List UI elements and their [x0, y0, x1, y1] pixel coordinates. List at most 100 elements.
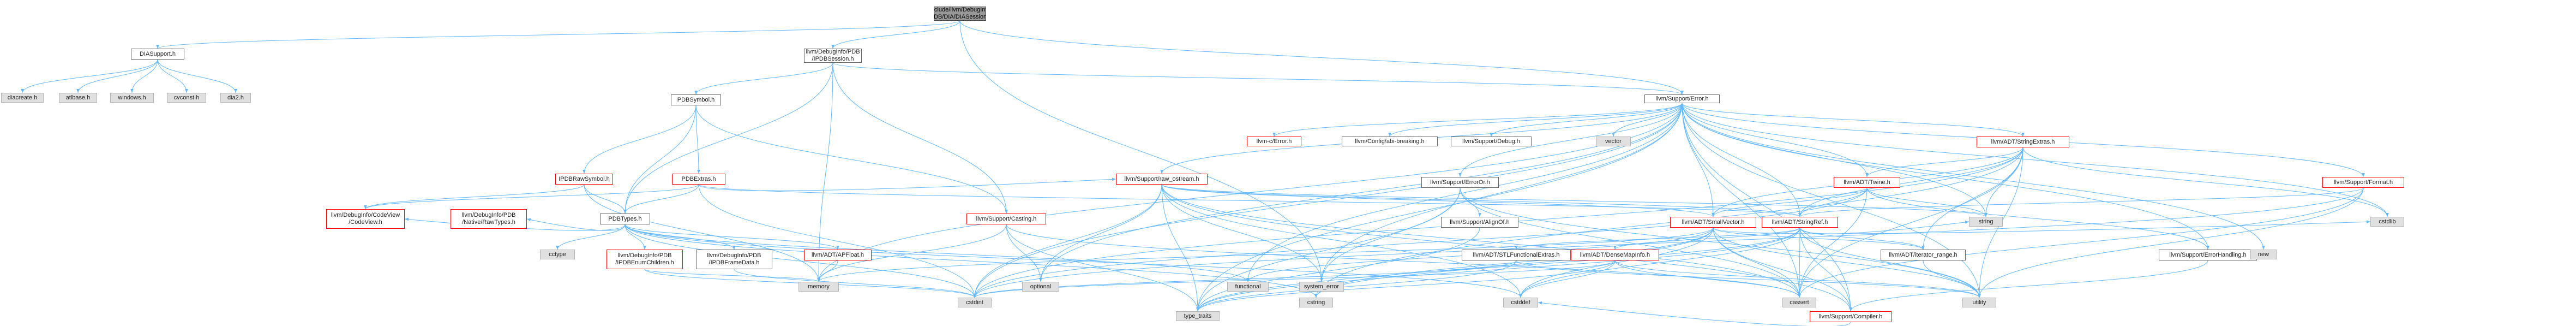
- edge-rawostream-to-string: [1161, 184, 1987, 217]
- node-pdbsymbol[interactable]: PDBSymbol.h: [671, 94, 721, 105]
- node-error-or[interactable]: llvm/Support/ErrorOr.h: [1421, 177, 1499, 188]
- edge-aligntof-to-typetraits: [1196, 227, 1480, 312]
- edge-error-to-stringextras: [1682, 103, 2025, 137]
- edge-format-to-utility: [1978, 187, 2364, 298]
- edge-error-to-stringref: [1682, 103, 1802, 217]
- edge-pdbextras-to-pdbtypes: [623, 184, 699, 214]
- edge-error-to-cassert: [1682, 103, 1801, 298]
- edge-root-to-pdbsession: [831, 20, 960, 49]
- node-vector: vector: [1596, 137, 1631, 146]
- edge-twine-to-smallvector: [1712, 187, 1868, 217]
- node-c-error[interactable]: llvm-c/Error.h: [1247, 137, 1301, 146]
- edge-stlfunctional-to-typetraits: [1196, 260, 1517, 312]
- node-root[interactable]: include/llvm/DebugInfo /PDB/DIA/DIASessi…: [934, 7, 986, 21]
- edge-stringextras-to-iteratorrange: [1922, 147, 2023, 250]
- edge-pdbsession-to-memory: [817, 62, 833, 282]
- edge-stringref-to-utility: [1799, 227, 1981, 298]
- edge-casting-to-cassert: [1006, 224, 1801, 298]
- node-pdbtypes[interactable]: PDBTypes.h: [600, 214, 650, 224]
- node-alignof[interactable]: llvm/Support/AlignOf.h: [1441, 217, 1518, 228]
- edge-ipdbenum-to-memory: [644, 269, 820, 282]
- node-cassert: cassert: [1782, 298, 1816, 307]
- edge-stringref-to-cstring: [1314, 227, 1800, 298]
- node-error-handling[interactable]: llvm/Support/ErrorHandling.h: [2159, 250, 2257, 260]
- edge-pdbextras-to-stringref: [698, 184, 1802, 217]
- node-cstdlib: cstdlib: [2370, 217, 2404, 227]
- node-string-extras[interactable]: llvm/ADT/StringExtras.h: [1977, 137, 2069, 147]
- edge-pdbtypes-to-cstring: [625, 224, 1318, 298]
- node-dia2: dia2.h: [220, 93, 251, 103]
- node-diacreate: diacreate.h: [1, 93, 44, 103]
- edge-diasupport-to-dia2: [157, 59, 237, 93]
- node-pdbextras[interactable]: PDBExtras.h: [672, 174, 725, 185]
- edge-stringref-to-iteratorrange: [1799, 227, 1925, 250]
- edge-compiler-to-cstddef: [1538, 301, 1851, 326]
- node-cstring: cstring: [1299, 298, 1333, 307]
- edge-pdbsession-to-pdbtypes: [623, 62, 833, 214]
- edge-root-to-diasupport: [156, 20, 960, 49]
- node-abi-breaking[interactable]: llvm/Config/abi-breaking.h: [1342, 137, 1438, 146]
- edge-error-to-compiler: [1682, 103, 1852, 312]
- edge-error-to-optional: [1039, 103, 1683, 282]
- edge-rawostream-to-cassert: [1161, 184, 1801, 298]
- edge-pdbextras-to-codeview: [364, 184, 699, 210]
- node-apfloat[interactable]: llvm/ADT/APFloat.h: [804, 250, 872, 260]
- node-ipdbrawsymbol[interactable]: IPDBRawSymbol.h: [555, 174, 613, 185]
- node-format[interactable]: llvm/Support/Format.h: [2322, 177, 2404, 188]
- node-smallvector[interactable]: llvm/ADT/SmallVector.h: [1670, 217, 1756, 228]
- edge-pdbsymbol-to-ipdbrawsymbol: [583, 105, 696, 174]
- node-stl-functional-extras[interactable]: llvm/ADT/STLFunctionalExtras.h: [1462, 250, 1571, 260]
- edge-error-to-cstdlib: [1682, 103, 2389, 217]
- edge-pdbsession-to-pdbsymbol: [694, 62, 833, 95]
- node-densemapinfo[interactable]: llvm/ADT/DenseMapInfo.h: [1571, 250, 1659, 260]
- edge-error-to-abibreaking: [1388, 103, 1683, 137]
- edge-error-to-utility: [1682, 103, 1981, 298]
- edge-twine-to-cstdint: [973, 187, 1868, 298]
- node-ipdbframedata[interactable]: llvm/DebugInfo/PDB /IPDBFrameData.h: [696, 250, 772, 269]
- node-debug[interactable]: llvm/Support/Debug.h: [1451, 137, 1532, 146]
- edge-stringextras-to-stringref: [1798, 147, 2023, 217]
- edge-pdbtypes-to-ipdbenum: [625, 224, 646, 250]
- node-raw-ostream[interactable]: llvm/Support/raw_ostream.h: [1116, 174, 1208, 185]
- edge-smallvector-to-cstdlib: [1713, 220, 2371, 234]
- edge-rawostream-to-typetraits: [1161, 184, 1199, 312]
- edge-densemapinfo-to-utility: [1614, 260, 1981, 298]
- edge-layer: [21, 20, 2389, 326]
- edge-error-to-vector: [1612, 103, 1683, 137]
- node-diasupport[interactable]: DIASupport.h: [131, 49, 184, 60]
- edge-error-to-systemerror: [1320, 103, 1683, 282]
- node-native-rawtypes[interactable]: llvm/DebugInfo/PDB /Native/RawTypes.h: [451, 209, 527, 229]
- edge-diasupport-to-windows: [130, 59, 158, 93]
- node-system-error: system_error: [1299, 282, 1344, 292]
- edge-ipdbrawsymbol-to-codeview: [364, 184, 585, 210]
- edge-pdbsession-to-error: [832, 62, 1684, 95]
- edge-pdbtypes-to-nativerawtypes: [526, 218, 626, 231]
- edge-casting-to-optional: [1006, 224, 1042, 282]
- node-support-error[interactable]: llvm/Support/Error.h: [1644, 94, 1720, 103]
- edge-densemapinfo-to-cstdint: [973, 260, 1616, 298]
- node-iterator-range[interactable]: llvm/ADT/iterator_range.h: [1881, 250, 1966, 260]
- edge-error-to-functional: [1246, 103, 1683, 282]
- node-twine[interactable]: llvm/ADT/Twine.h: [1834, 177, 1900, 188]
- edge-apfloat-to-memory: [817, 260, 838, 282]
- edge-twine-to-string: [1866, 187, 1987, 217]
- node-ipdbsession[interactable]: llvm/DebugInfo/PDB /IPDBSession.h: [804, 49, 862, 63]
- edge-stringextras-to-cstdlib: [2022, 147, 2389, 217]
- node-casting[interactable]: llvm/Support/Casting.h: [966, 214, 1046, 224]
- edge-iteratorrange-to-utility: [1923, 260, 1981, 298]
- edge-pdbtypes-to-functional: [625, 224, 1250, 282]
- node-stringref[interactable]: llvm/ADT/StringRef.h: [1762, 217, 1838, 228]
- node-type-traits: type_traits: [1176, 311, 1220, 321]
- edge-smallvector-to-iteratorrange: [1713, 227, 1925, 250]
- node-compiler[interactable]: llvm/Support/Compiler.h: [1810, 311, 1892, 322]
- node-codeview[interactable]: llvm/DebugInfo/CodeView /CodeView.h: [326, 209, 405, 229]
- edge-error-to-errorortbox: [1458, 103, 1683, 177]
- node-ipdbenumchildren[interactable]: llvm/DebugInfo/PDB /IPDBEnumChildren.h: [607, 250, 683, 269]
- node-new: new: [2250, 250, 2277, 259]
- edge-densemapinfo-to-cstddef: [1519, 260, 1616, 298]
- node-functional: functional: [1227, 282, 1269, 292]
- node-cstddef: cstddef: [1503, 298, 1538, 307]
- edge-rawostream-to-systemerror: [1161, 184, 1323, 282]
- edge-smallvector-to-cassert: [1713, 227, 1801, 298]
- node-memory: memory: [798, 282, 839, 292]
